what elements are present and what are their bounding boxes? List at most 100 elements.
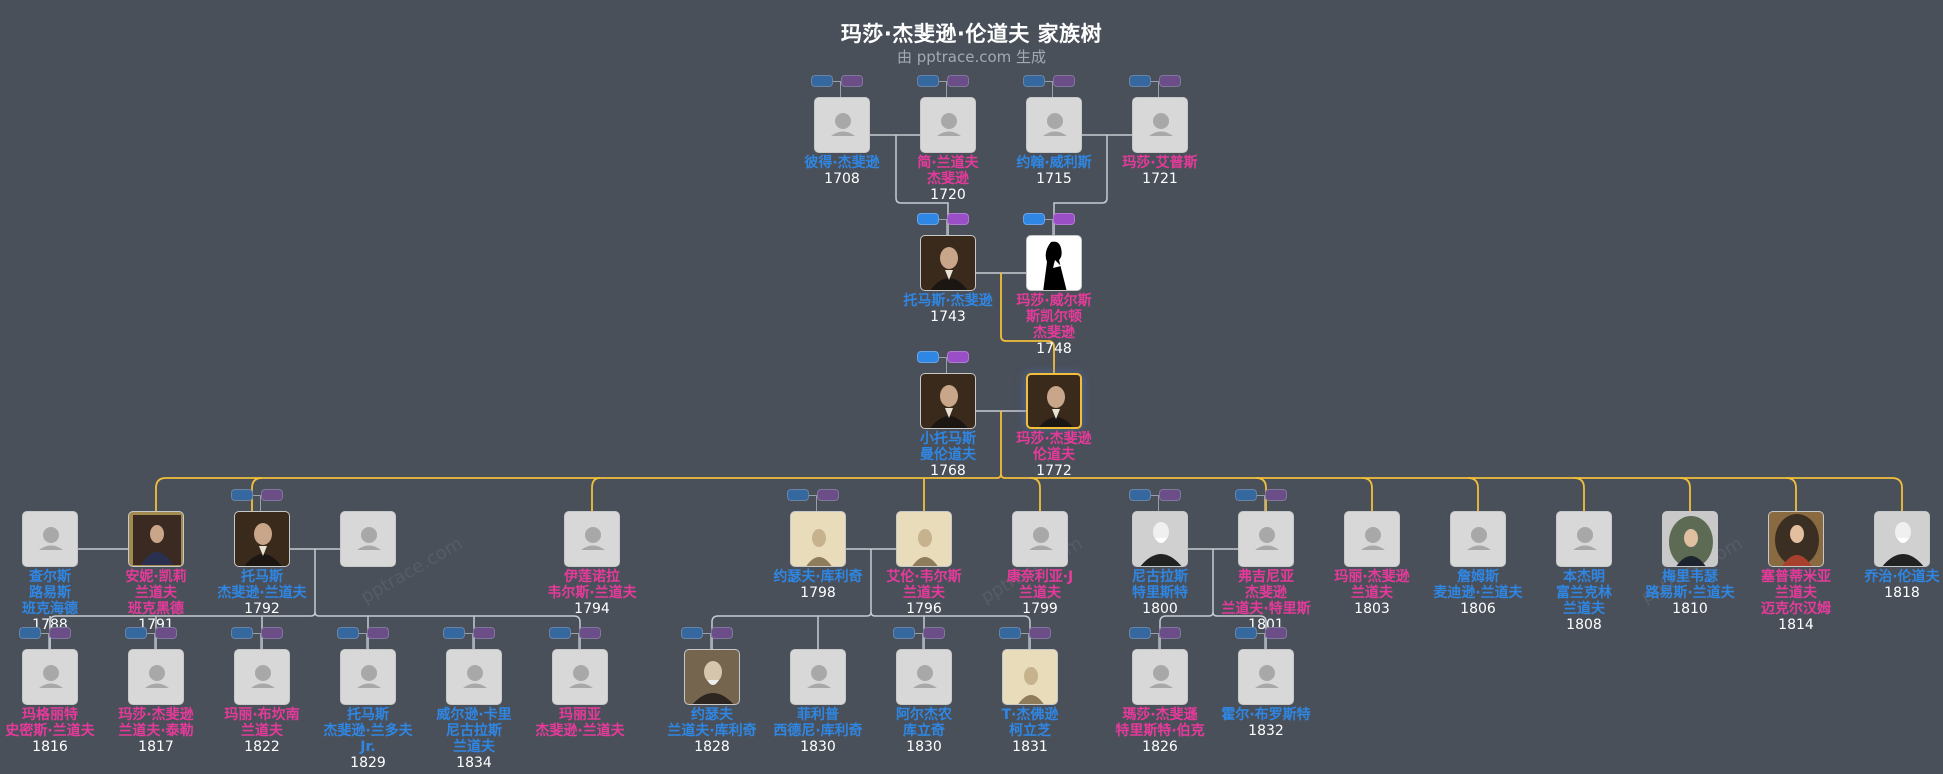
expand-father-button[interactable] — [1023, 75, 1045, 87]
expand-father-button[interactable] — [999, 627, 1021, 639]
expand-father-button[interactable] — [1129, 627, 1151, 639]
expand-father-button[interactable] — [231, 489, 253, 501]
avatar-placeholder-icon[interactable] — [340, 649, 396, 705]
expand-mother-button[interactable] — [947, 351, 969, 363]
birth-year: 1826 — [1142, 739, 1178, 755]
person-photo[interactable] — [234, 511, 290, 567]
person-photo[interactable] — [1662, 511, 1718, 567]
expand-father-button[interactable] — [917, 75, 939, 87]
expand-mother-button[interactable] — [1053, 75, 1075, 87]
expand-mother-button[interactable] — [841, 75, 863, 87]
expand-father-button[interactable] — [19, 627, 41, 639]
expand-father-button[interactable] — [787, 489, 809, 501]
expand-mother-button[interactable] — [155, 627, 177, 639]
person-photo[interactable] — [920, 373, 976, 429]
expand-mother-button[interactable] — [1159, 489, 1181, 501]
expand-father-button[interactable] — [1235, 489, 1257, 501]
person-photo[interactable] — [790, 511, 846, 567]
person-photo[interactable] — [896, 511, 952, 567]
birth-year: 1808 — [1566, 617, 1602, 633]
expand-mother-button[interactable] — [367, 627, 389, 639]
expand-father-button[interactable] — [917, 351, 939, 363]
expand-mother-button[interactable] — [1265, 489, 1287, 501]
birth-year: 1803 — [1354, 601, 1390, 617]
expand-parents-control — [125, 627, 185, 651]
expand-mother-button[interactable] — [261, 627, 283, 639]
expand-parents-control — [19, 627, 79, 651]
expand-father-button[interactable] — [893, 627, 915, 639]
person-photo[interactable] — [128, 511, 184, 567]
expand-father-button[interactable] — [443, 627, 465, 639]
expand-mother-button[interactable] — [261, 489, 283, 501]
expand-father-button[interactable] — [549, 627, 571, 639]
avatar-placeholder-icon[interactable] — [1344, 511, 1400, 567]
expand-mother-button[interactable] — [1265, 627, 1287, 639]
birth-year: 1834 — [456, 755, 492, 771]
person-photo[interactable] — [684, 649, 740, 705]
avatar-placeholder-icon[interactable] — [1556, 511, 1612, 567]
expand-father-button[interactable] — [1129, 75, 1151, 87]
avatar-placeholder-icon[interactable] — [1026, 97, 1082, 153]
person-photo[interactable] — [1002, 649, 1058, 705]
expand-father-button[interactable] — [681, 627, 703, 639]
expand-father-button[interactable] — [811, 75, 833, 87]
expand-mother-button[interactable] — [817, 489, 839, 501]
expand-mother-button[interactable] — [947, 75, 969, 87]
birth-year: 1708 — [824, 171, 860, 187]
person-photo[interactable] — [1768, 511, 1824, 567]
expand-father-button[interactable] — [125, 627, 147, 639]
avatar-placeholder-icon[interactable] — [340, 511, 396, 567]
avatar-placeholder-icon[interactable] — [896, 649, 952, 705]
expand-father-button[interactable] — [1023, 213, 1045, 225]
expand-mother-button[interactable] — [1159, 627, 1181, 639]
expand-father-button[interactable] — [1129, 489, 1151, 501]
person-photo[interactable] — [920, 235, 976, 291]
birth-year: 1768 — [930, 463, 966, 479]
expand-father-button[interactable] — [231, 627, 253, 639]
person-photo[interactable] — [1874, 511, 1930, 567]
expand-mother-button[interactable] — [947, 213, 969, 225]
avatar-placeholder-icon[interactable] — [564, 511, 620, 567]
expand-father-button[interactable] — [337, 627, 359, 639]
avatar-placeholder-icon[interactable] — [552, 649, 608, 705]
avatar-placeholder-icon[interactable] — [790, 649, 846, 705]
avatar-placeholder-icon[interactable] — [1238, 649, 1294, 705]
avatar-placeholder-icon[interactable] — [22, 649, 78, 705]
expand-mother-button[interactable] — [1029, 627, 1051, 639]
avatar-placeholder-icon[interactable] — [234, 649, 290, 705]
avatar-placeholder-icon[interactable] — [128, 649, 184, 705]
avatar-placeholder-icon[interactable] — [920, 97, 976, 153]
birth-year: 1792 — [244, 601, 280, 617]
expand-mother-button[interactable] — [1159, 75, 1181, 87]
birth-year: 1772 — [1036, 463, 1072, 479]
expand-mother-button[interactable] — [473, 627, 495, 639]
expand-parents-control — [787, 489, 847, 513]
expand-mother-button[interactable] — [923, 627, 945, 639]
avatar-placeholder-icon[interactable] — [1238, 511, 1294, 567]
avatar-placeholder-icon[interactable] — [1132, 649, 1188, 705]
avatar-placeholder-icon[interactable] — [22, 511, 78, 567]
avatar-placeholder-icon[interactable] — [1450, 511, 1506, 567]
expand-mother-button[interactable] — [711, 627, 733, 639]
person-photo[interactable] — [1026, 373, 1082, 429]
avatar-placeholder-icon[interactable] — [814, 97, 870, 153]
expand-mother-button[interactable] — [1053, 213, 1075, 225]
expand-mother-button[interactable] — [49, 627, 71, 639]
avatar-placeholder-icon[interactable] — [446, 649, 502, 705]
person-photo[interactable] — [1132, 511, 1188, 567]
page-title: 玛莎·杰斐逊·伦道夫 家族树 — [840, 22, 1103, 46]
person-photo[interactable] — [1026, 235, 1082, 291]
avatar-placeholder-icon[interactable] — [1012, 511, 1068, 567]
expand-mother-button[interactable] — [579, 627, 601, 639]
expand-father-button[interactable] — [1235, 627, 1257, 639]
expand-father-button[interactable] — [917, 213, 939, 225]
avatar-placeholder-icon[interactable] — [1132, 97, 1188, 153]
